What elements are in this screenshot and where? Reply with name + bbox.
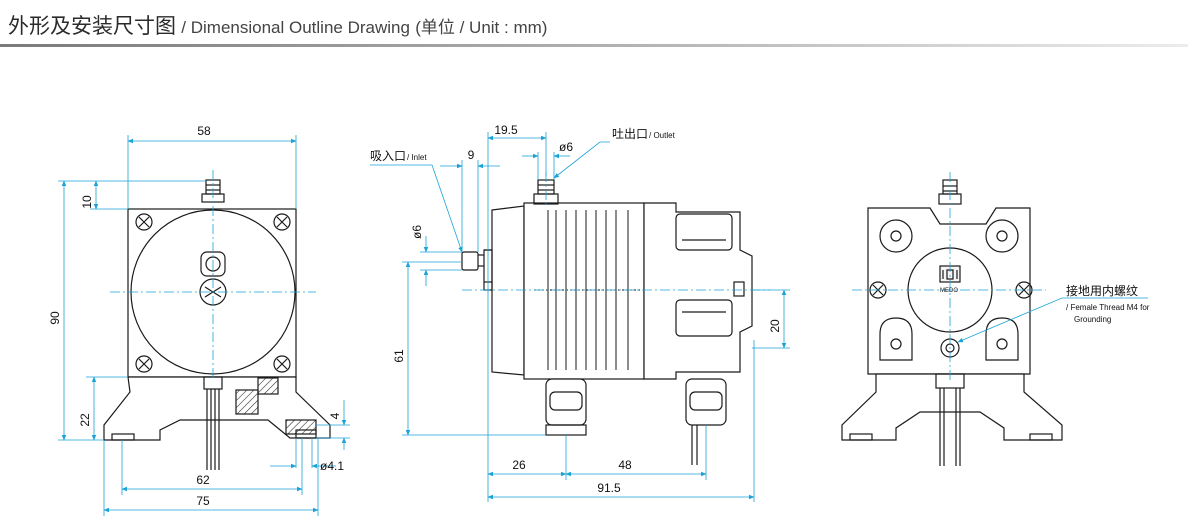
side-foot-right (685, 378, 727, 426)
dim-75: 75 (196, 494, 210, 508)
dim-4-1: ø4.1 (320, 459, 344, 473)
dim-48: 48 (618, 458, 632, 472)
page-title: 外形及安装尺寸图 / Dimensional Outline Drawing (… (8, 10, 547, 40)
front-wire-terminals (203, 376, 223, 470)
dim-19-5: 19.5 (494, 123, 518, 137)
dim-outlet-dia: ø6 (559, 140, 573, 154)
side-cylinder (523, 202, 645, 380)
front-corner-screws (135, 213, 291, 373)
side-dimensions (370, 132, 790, 502)
inlet-label-en: / Inlet (407, 153, 427, 162)
rear-labels: 接地用内螺纹 / Female Thread M4 for Grounding … (940, 283, 1150, 324)
title-unit: (单位 / Unit : mm) (415, 18, 548, 37)
outlet-label: 吐出口/ Outlet (612, 127, 676, 141)
dim-62: 62 (196, 473, 210, 487)
inlet-label: 吸入口/ Inlet (370, 149, 427, 163)
ground-label-en-2: Grounding (1074, 315, 1111, 324)
rear-base (841, 373, 1063, 441)
side-dimension-labels: 19.5 9 ø6 ø6 61 20 26 48 91.5 吸入口/ Inlet… (370, 123, 782, 495)
title-chinese: 外形及安装尺寸图 (8, 15, 176, 38)
side-foot-left (545, 378, 587, 426)
ground-label-en-1: / Female Thread M4 for (1066, 303, 1150, 312)
side-centerlines (462, 172, 770, 291)
front-centerlines (110, 170, 316, 380)
side-view (461, 179, 753, 465)
dim-9: 9 (468, 148, 475, 162)
outlet-label-en: / Outlet (649, 131, 676, 140)
inlet-label-zh: 吸入口 (370, 149, 406, 163)
front-dimensions (58, 135, 350, 516)
dim-22: 22 (78, 413, 92, 427)
dim-58: 58 (197, 124, 211, 138)
dim-90: 90 (48, 311, 62, 325)
dim-4: 4 (328, 412, 342, 419)
page-header: 外形及安装尺寸图 / Dimensional Outline Drawing (… (0, 0, 1188, 47)
outlet-label-zh: 吐出口 (612, 127, 648, 141)
front-section-hatch (235, 389, 259, 415)
rear-view (841, 179, 1063, 466)
side-motor-housing (643, 202, 753, 380)
rear-wire-terminals (939, 388, 961, 466)
title-english: / Dimensional Outline Drawing (181, 18, 410, 37)
rear-brand-text: MEDO (940, 288, 958, 294)
front-view (103, 179, 331, 470)
dim-61: 61 (392, 349, 406, 363)
dim-26: 26 (512, 458, 526, 472)
rear-centerlines (852, 172, 1046, 380)
dim-inlet-dia: ø6 (410, 225, 424, 239)
dim-20: 20 (768, 319, 782, 333)
header-rule (0, 44, 1188, 47)
rear-leader (957, 297, 1148, 343)
side-inlet-nozzle (461, 251, 479, 271)
dim-91-5: 91.5 (597, 481, 621, 495)
front-dimension-labels: 58 10 90 22 62 75 4 ø4.1 (48, 124, 344, 508)
ground-label-zh: 接地用内螺纹 (1066, 283, 1138, 298)
dim-10: 10 (80, 195, 94, 209)
side-end-cap (491, 205, 525, 376)
